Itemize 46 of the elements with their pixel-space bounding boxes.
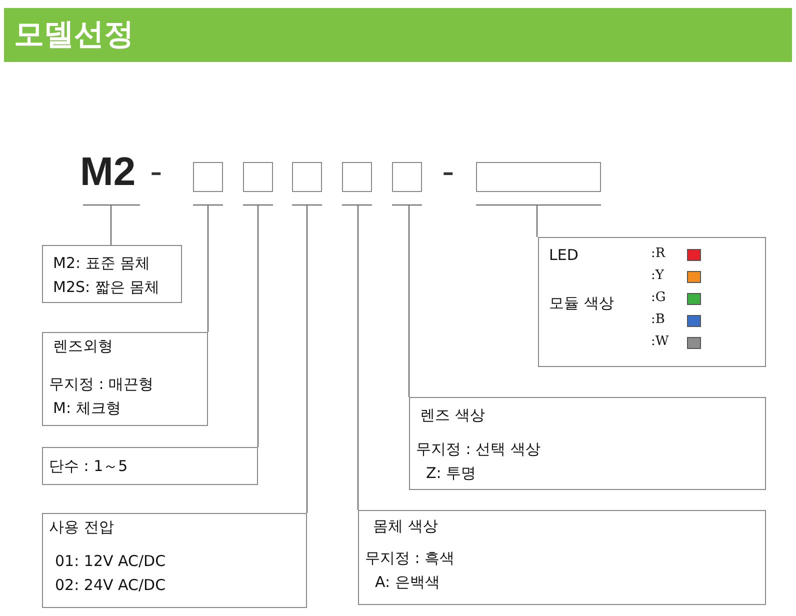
description-box [42, 447, 258, 485]
leader-line [291, 204, 323, 514]
description-box [358, 510, 766, 605]
legend-text: :Y [651, 268, 664, 283]
option-text: A: 은백색 [375, 573, 440, 592]
code-slot-box [243, 162, 273, 192]
option-text: M2S: 짧은 몸체 [53, 278, 160, 297]
legend-text: :R [651, 246, 666, 261]
option-text: 02: 24V AC/DC [55, 576, 166, 594]
code-slot-box [292, 162, 322, 192]
option-text: 01: 12V AC/DC [55, 552, 166, 570]
leader-line [475, 204, 602, 238]
legend-text: :B [651, 312, 665, 327]
code-slot-box [392, 162, 422, 192]
code-slot-box [342, 162, 372, 192]
separator-dash: - [442, 152, 454, 192]
leader-line [82, 204, 141, 246]
box-heading: 몸체 색상 [373, 517, 438, 536]
box-heading: 렌즈외형 [53, 337, 113, 356]
option-text: LED [549, 246, 578, 264]
option-text: Z: 투명 [426, 464, 476, 483]
option-text: 무지정 : 선택 색상 [416, 440, 540, 459]
legend-text: :G [651, 290, 666, 305]
option-text: M2: 표준 몸체 [53, 254, 150, 273]
option-text: 무지정 : 흑색 [365, 549, 455, 568]
legend-text: :W [651, 334, 669, 349]
description-box [42, 332, 208, 426]
separator-dash: - [150, 152, 162, 192]
title: 모델선정 [14, 16, 134, 54]
option-text: 단수 : 1～5 [49, 457, 128, 476]
leader-line [242, 204, 274, 448]
box-heading: 렌즈 색상 [420, 406, 485, 425]
code-slot-box [476, 162, 601, 192]
leader-line [192, 204, 224, 333]
option-text: M: 체크형 [53, 399, 121, 418]
option-text: 무지정 : 매끈형 [49, 375, 154, 394]
description-box [538, 237, 766, 367]
option-text: 모듈 색상 [549, 294, 614, 313]
leader-line [391, 204, 423, 398]
description-box [42, 245, 182, 303]
box-heading: 사용 전압 [49, 518, 114, 537]
description-box [42, 513, 307, 608]
leader-line [341, 204, 373, 511]
code-slot-box [193, 162, 223, 192]
description-box [409, 397, 766, 490]
model-code: M2 [80, 150, 140, 194]
